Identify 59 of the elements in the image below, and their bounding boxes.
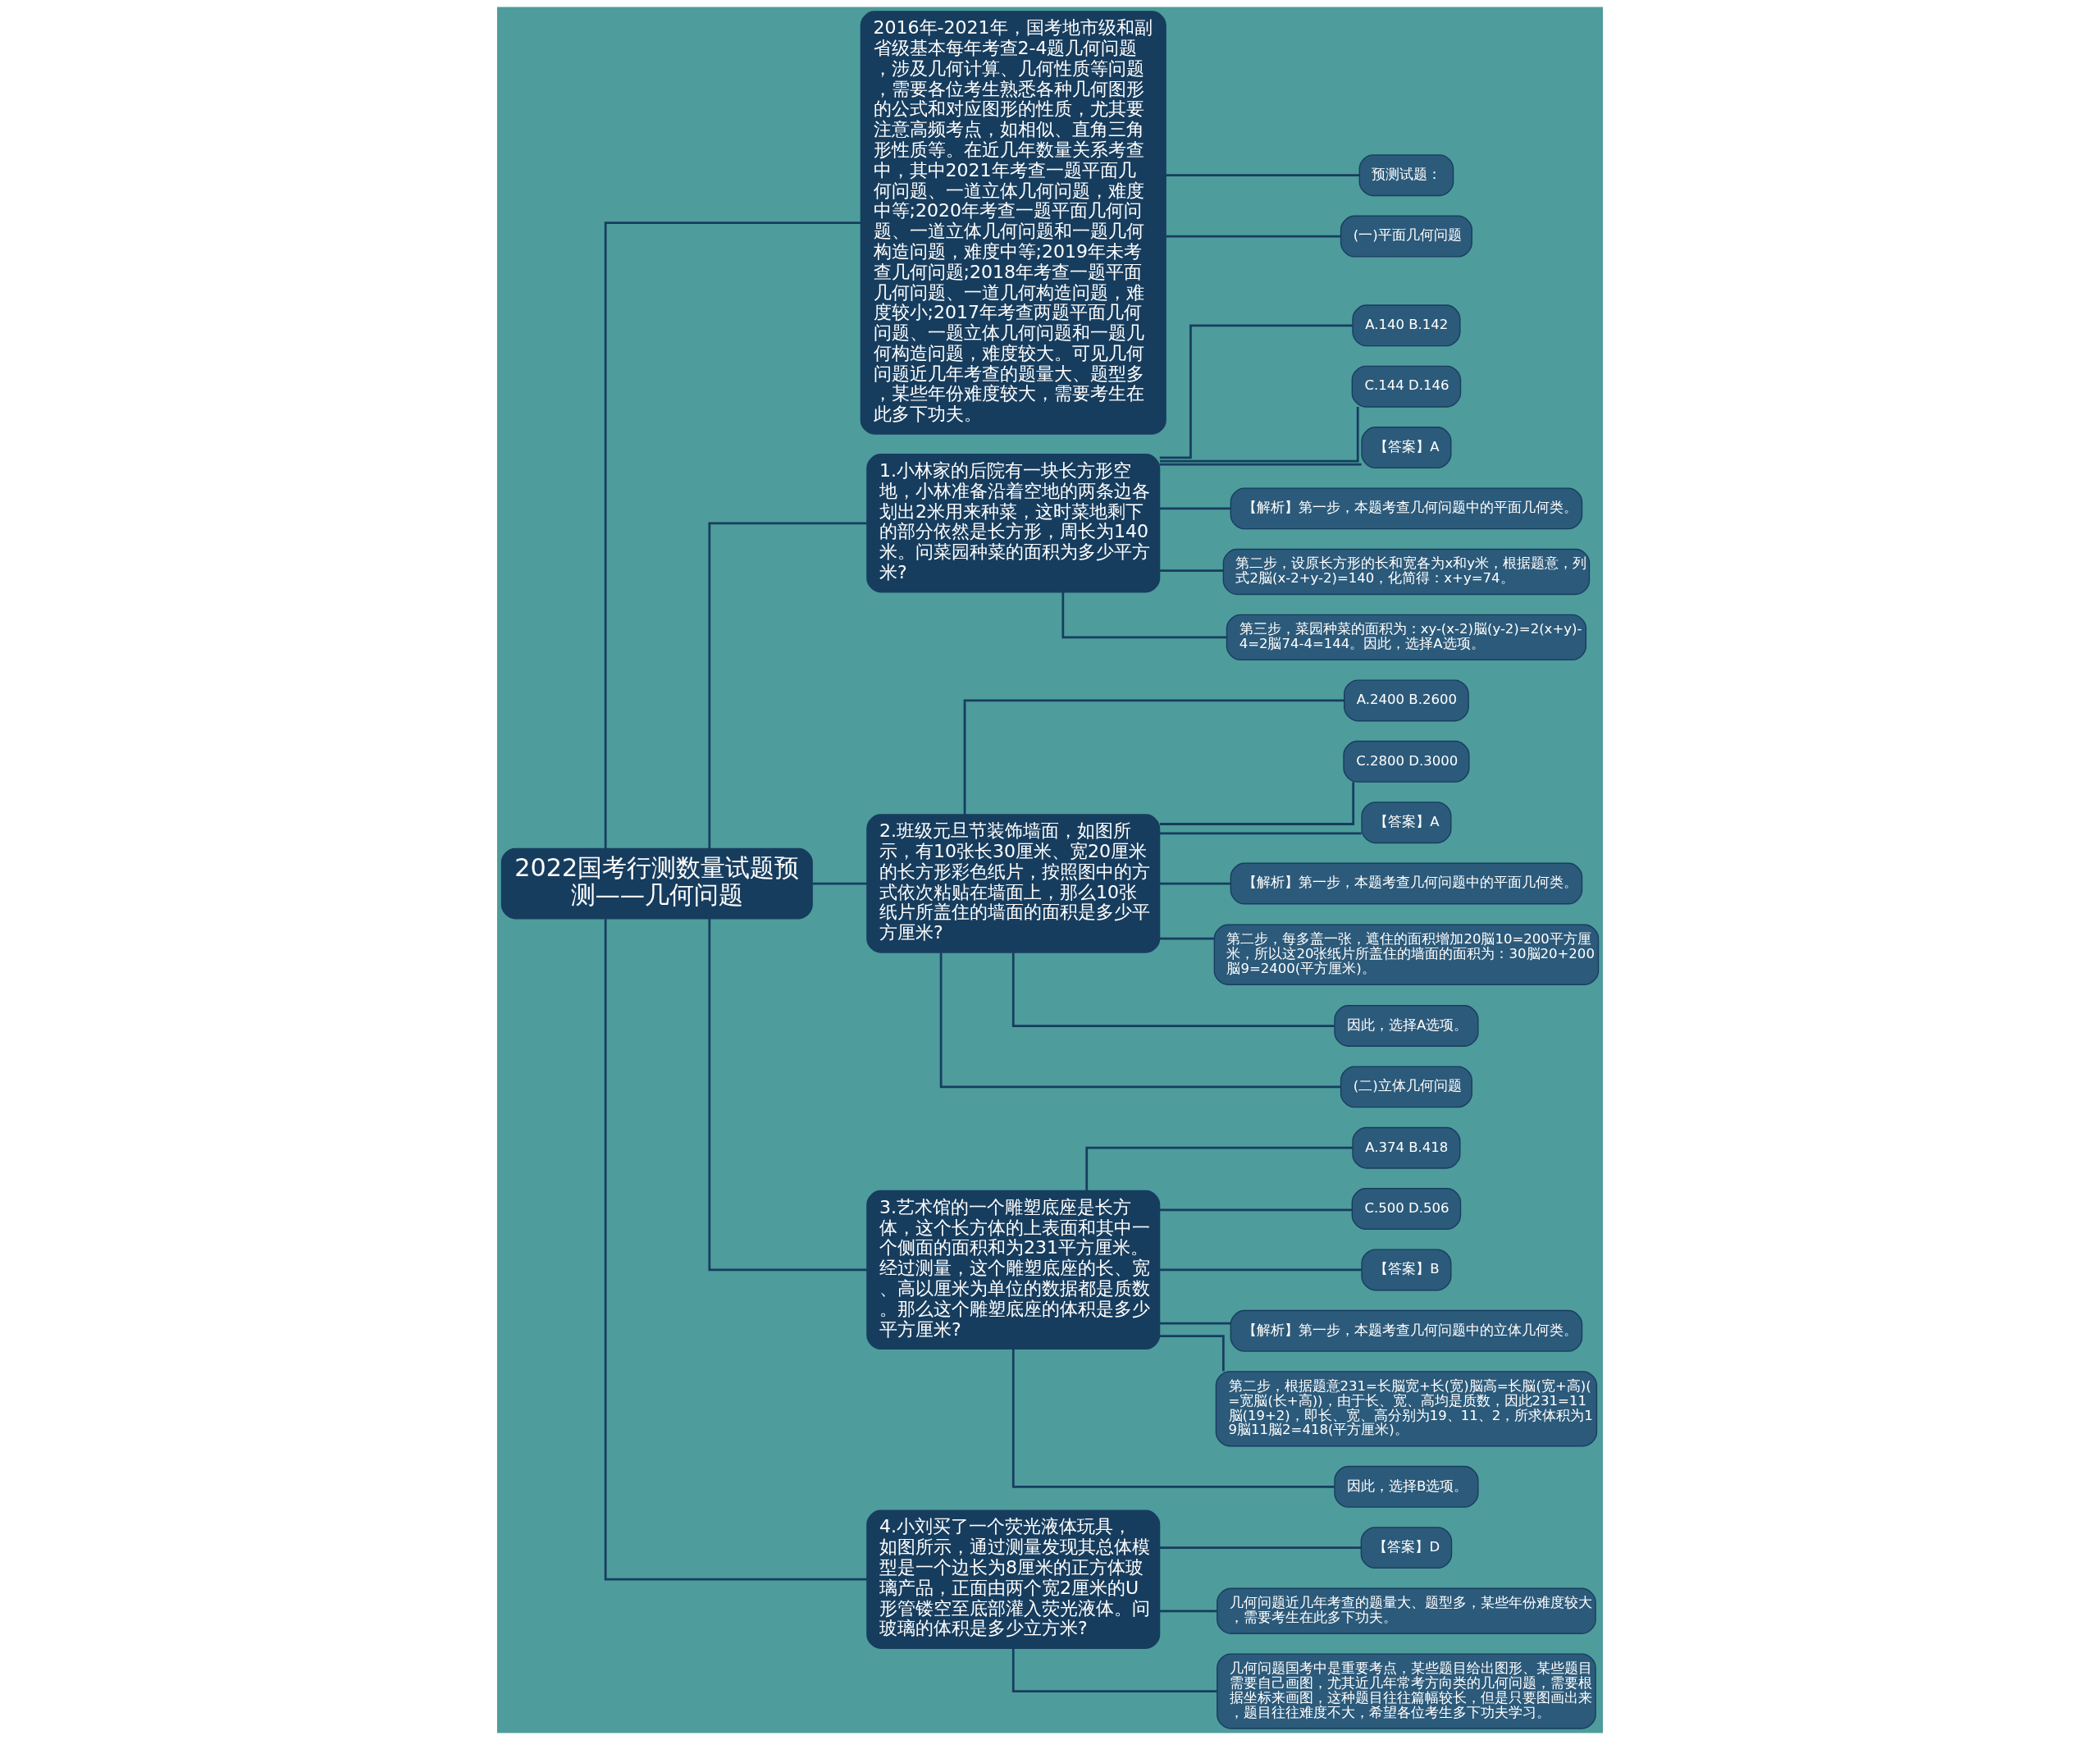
node-box: 预测试题：	[1358, 154, 1454, 197]
node-box: (二)立体几何问题	[1340, 1066, 1472, 1108]
connector	[1159, 569, 1224, 572]
node-box: C.2800 D.3000	[1343, 740, 1470, 783]
node-box: A.374 B.418	[1352, 1126, 1461, 1169]
node-box: 【答案】A	[1361, 801, 1452, 844]
connector	[1159, 1268, 1362, 1272]
node-box: 2022国考行测数量试题预测——几何问题	[500, 847, 813, 920]
connector	[708, 919, 867, 1272]
connector	[604, 919, 867, 1581]
connector	[1159, 1322, 1231, 1325]
node-box: C.144 D.146	[1351, 365, 1462, 408]
node-box: C.500 D.506	[1351, 1188, 1462, 1231]
node-box: A.2400 B.2600	[1344, 679, 1469, 722]
connector	[1011, 1648, 1217, 1692]
node-box: 【答案】D	[1360, 1527, 1453, 1569]
connector	[1159, 1208, 1353, 1212]
connector	[812, 882, 867, 885]
connector	[1160, 782, 1355, 825]
node-box: 第三步，菜园种菜的面积为：xy-(x-2)脳(y-2)=2(x+y)-4=2脳74-4=144。因此，选择A选项。	[1226, 614, 1587, 661]
node-box: 4.小刘买了一个荧光液体玩具，如图所示，通过测量发现其总体模型是一个边长为8厘米的正方体玻璃产品，正面由两个宽2厘米的U形管镂空至底部灌入荧光液体。问玻璃的体积是多少立方米?	[866, 1509, 1161, 1649]
node-box: 【解析】第一步，本题考查几何问题中的平面几何类。	[1230, 862, 1583, 905]
node-box: 3.艺术馆的一个雕塑底座是长方体，这个长方体的上表面和其中一个侧面的面积和为231平方厘米。经过测量，这个雕塑底座的长、宽、高以厘米为单位的数据都是质数。那么这个雕塑底座的体积是多少平方厘米?	[866, 1190, 1161, 1350]
node-box: 【答案】B	[1361, 1249, 1452, 1291]
node-box: 【答案】A	[1361, 427, 1452, 468]
connector	[1085, 1146, 1353, 1191]
node-box: 1.小林家的后院有一块长方形空地，小林准备沿着空地的两条边各划出2米用来种菜，这时菜地剩下的部分依然是长方形，周长为140米。问菜园种菜的面积为多少平方米?	[866, 454, 1161, 593]
connector	[1159, 1610, 1217, 1613]
connector	[1166, 235, 1341, 238]
connector	[1159, 882, 1231, 885]
connector	[939, 952, 1341, 1089]
connector	[1011, 952, 1335, 1027]
connector	[604, 221, 861, 849]
connector	[1166, 174, 1360, 177]
node-box: 2.班级元旦节装饰墙面，如图所示，有10张长30厘米、宽20厘米的长方形彩色纸片，按照图中的方式依次粘贴在墙面上，那么10张纸片所盖住的墙面的面积是多少平方厘米?	[866, 814, 1161, 953]
node-box: A.140 B.142	[1352, 304, 1461, 347]
connector	[1159, 1335, 1225, 1372]
connector	[1159, 324, 1353, 459]
node-box: 【解析】第一步，本题考查几何问题中的立体几何类。	[1230, 1309, 1583, 1352]
node-box: 第二步，每多盖一张，遮住的面积增加20脳10=200平方厘米，所以这20张纸片所盖住的墙面的面积为：30脳20+200脳9=2400(平方厘米)。	[1213, 924, 1600, 985]
connector	[1159, 1546, 1362, 1550]
node-box: 几何问题近几年考查的题量大、题型多，某些年份难度较大，需要考生在此多下功夫。	[1217, 1587, 1596, 1634]
node-box: 第二步，设原长方形的长和宽各为x和y米，根据题意，列式2脳(x-2+y-2)=140，化简得：x+y=74。	[1222, 548, 1591, 596]
connector	[1159, 937, 1215, 940]
node-box: 2016年-2021年，国考地市级和副省级基本每年考查2-4题几何问题，涉及几何计算、几何性质等问题，需要各位考生熟悉各种几何图形的公式和对应图形的性质，尤其要注意高频考点，如相似、直角三角形性质等。在近几年数量关系考查中，其中2021年考查一题平面几何问题、一道立体几何问题，难度中等;2020年考查一题平面几何问题、一道立体几何问题和一题几何构造问题，难度中等;2019年未考查几何问题;2018年考查一题平面几何问题、一道几何构造问题，难度较小;2017年考查两题平面几何问题、一题立体几何问题和一题几何构造问题，难度较大。可见几何问题近几年考查的题量大、题型多，某些年份难度较大，需要考生在此多下功夫。	[860, 11, 1166, 435]
connector	[1159, 507, 1231, 510]
connector	[1159, 463, 1362, 466]
node-box: 几何问题国考中是重要考点，某些题目给出图形、某些题目需要自己画图，尤其近几年常考方向类的几何问题，需要根据坐标来画图，这种题目往往篇幅较长，但是只要图画出来，题目往往难度不大，希望各位考生多下功夫学习。	[1217, 1653, 1596, 1729]
connector	[708, 522, 867, 849]
node-box: 因此，选择A选项。	[1334, 1005, 1479, 1047]
node-box: 【解析】第一步，本题考查几何问题中的平面几何类。	[1230, 487, 1583, 530]
connector	[1159, 407, 1359, 463]
node-box: (一)平面几何问题	[1340, 215, 1472, 258]
node-box: 因此，选择B选项。	[1334, 1465, 1479, 1508]
connector	[963, 699, 1344, 815]
connector	[1159, 832, 1362, 835]
connector	[1011, 1349, 1335, 1488]
connector	[1061, 591, 1227, 639]
node-box: 第二步，根据题意231=长脳宽+长(宽)脳高=长脳(宽+高)(=宽脳(长+高))，由于长、宽、高均是质数，因此231=11脳(19+2)，即长、宽、高分别为19、11、2，所求体积为19脳11脳2=418(平方厘米)。	[1215, 1371, 1598, 1447]
